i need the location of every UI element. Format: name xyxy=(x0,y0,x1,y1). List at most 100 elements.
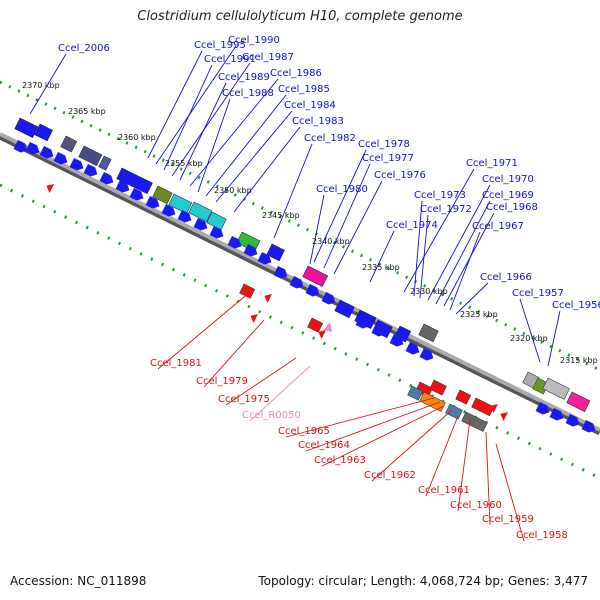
forward-gene-arrow[interactable] xyxy=(83,164,100,179)
forward-gene-label[interactable]: Ccel_1970 xyxy=(482,174,534,185)
forward-gene-arrow[interactable] xyxy=(25,142,42,157)
forward-gene-arrow[interactable] xyxy=(273,266,290,281)
forward-gene-label[interactable]: Ccel_1978 xyxy=(358,139,410,150)
forward-gene[interactable] xyxy=(168,193,193,214)
forward-gene-arrow[interactable] xyxy=(193,218,210,233)
forward-gene-arrow[interactable] xyxy=(389,334,406,349)
reverse-gene[interactable] xyxy=(445,403,463,420)
forward-gene-label[interactable]: Ccel_1977 xyxy=(362,153,414,164)
forward-gene-arrow[interactable] xyxy=(115,180,132,195)
reverse-gene-label[interactable]: Ccel_1962 xyxy=(364,470,416,481)
forward-gene-label[interactable]: Ccel_1989 xyxy=(218,72,270,83)
forward-gene-label[interactable]: Ccel_1973 xyxy=(414,190,466,201)
reverse-gene-label[interactable]: Ccel_1958 xyxy=(516,530,568,541)
forward-gene-label[interactable]: Ccel_1957 xyxy=(512,288,564,299)
forward-gene[interactable] xyxy=(14,117,39,138)
forward-gene-label[interactable]: Ccel_1995 xyxy=(194,40,246,51)
forward-gene[interactable] xyxy=(34,123,53,142)
forward-gene-label[interactable]: Ccel_1974 xyxy=(386,220,438,231)
reverse-gene-label[interactable]: Ccel_1979 xyxy=(196,376,248,387)
reverse-gene[interactable] xyxy=(429,379,447,396)
forward-gene-arrow[interactable] xyxy=(535,402,552,417)
forward-gene[interactable] xyxy=(418,323,439,343)
reverse-gene-label[interactable]: Ccel_1964 xyxy=(298,440,350,451)
forward-gene-label[interactable]: Ccel_1956 xyxy=(552,300,600,311)
forward-gene[interactable] xyxy=(98,155,112,171)
reverse-gene-arrow[interactable] xyxy=(248,311,258,323)
reverse-gene-label[interactable]: Ccel_1975 xyxy=(218,394,270,405)
reverse-gene-arrow[interactable] xyxy=(316,327,326,339)
forward-gene-arrow[interactable] xyxy=(565,414,582,429)
forward-gene-arrow[interactable] xyxy=(371,324,388,339)
reverse-gene[interactable] xyxy=(415,381,433,398)
forward-gene[interactable] xyxy=(188,201,213,222)
forward-gene-label[interactable]: Ccel_1984 xyxy=(284,100,336,111)
forward-gene-label[interactable]: Ccel_1969 xyxy=(482,190,534,201)
reverse-gene-label[interactable]: Ccel_1961 xyxy=(418,485,470,496)
forward-gene-arrow[interactable] xyxy=(257,252,274,267)
forward-gene-arrow[interactable] xyxy=(13,140,30,155)
forward-gene-arrow[interactable] xyxy=(419,348,436,363)
reverse-gene-label[interactable]: Ccel_1963 xyxy=(314,455,366,466)
forward-gene-label[interactable]: Ccel_1967 xyxy=(472,221,524,232)
forward-gene-arrow[interactable] xyxy=(209,226,226,241)
forward-gene-arrow[interactable] xyxy=(549,408,566,423)
forward-gene[interactable] xyxy=(152,185,173,205)
reverse-gene-label[interactable]: Ccel_1959 xyxy=(482,514,534,525)
reverse-gene-label[interactable]: Ccel_1960 xyxy=(450,500,502,511)
forward-gene-label[interactable]: Ccel_1966 xyxy=(480,272,532,283)
reverse-gene-arrow[interactable] xyxy=(488,401,498,413)
forward-gene[interactable] xyxy=(302,265,329,287)
forward-gene-label[interactable]: Ccel_1986 xyxy=(270,68,322,79)
forward-gene-label[interactable]: Ccel_1990 xyxy=(228,35,280,46)
forward-gene-label[interactable]: Ccel_2006 xyxy=(58,43,110,54)
forward-gene-arrow[interactable] xyxy=(289,276,306,291)
forward-gene-label[interactable]: Ccel_1985 xyxy=(278,84,330,95)
forward-gene-arrow[interactable] xyxy=(53,152,70,167)
forward-gene[interactable] xyxy=(266,243,285,262)
forward-gene-arrow[interactable] xyxy=(405,342,422,357)
reverse-gene-arrow[interactable] xyxy=(262,291,272,303)
forward-gene[interactable] xyxy=(542,377,570,400)
rna-gene-label[interactable]: Ccel_R0050 xyxy=(242,410,301,421)
forward-gene-arrow[interactable] xyxy=(39,146,56,161)
forward-gene-arrow[interactable] xyxy=(581,420,598,435)
reverse-gene[interactable] xyxy=(407,385,424,401)
reverse-gene-arrow[interactable] xyxy=(498,409,508,421)
forward-gene-label[interactable]: Ccel_1972 xyxy=(420,204,472,215)
forward-gene-arrow[interactable] xyxy=(145,196,162,211)
forward-gene[interactable] xyxy=(236,231,261,252)
forward-gene-label[interactable]: Ccel_1971 xyxy=(466,158,518,169)
forward-gene-arrow[interactable] xyxy=(161,204,178,219)
forward-gene-label[interactable]: Ccel_1991 xyxy=(204,54,256,65)
forward-gene[interactable] xyxy=(116,167,153,195)
forward-gene[interactable] xyxy=(78,145,103,166)
forward-gene-label[interactable]: Ccel_1987 xyxy=(242,52,294,63)
reverse-gene[interactable] xyxy=(455,389,472,405)
forward-gene-label[interactable]: Ccel_1988 xyxy=(222,88,274,99)
reverse-gene-label[interactable]: Ccel_1965 xyxy=(278,426,330,437)
forward-gene-arrow[interactable] xyxy=(321,292,338,307)
forward-gene-arrow[interactable] xyxy=(227,236,244,251)
reverse-gene-label[interactable]: Ccel_1981 xyxy=(150,358,202,369)
reverse-gene-arrow[interactable] xyxy=(44,181,54,193)
forward-gene[interactable] xyxy=(60,135,78,153)
forward-gene-arrow[interactable] xyxy=(243,244,260,259)
forward-gene-arrow[interactable] xyxy=(339,302,356,317)
reverse-gene[interactable] xyxy=(239,283,256,299)
rna-gene[interactable] xyxy=(324,322,332,332)
forward-gene[interactable] xyxy=(566,391,591,412)
reverse-gene[interactable] xyxy=(307,317,324,333)
reverse-gene[interactable] xyxy=(471,397,495,417)
reverse-gene[interactable] xyxy=(461,411,488,432)
forward-gene-label[interactable]: Ccel_1983 xyxy=(292,116,344,127)
forward-gene-arrow[interactable] xyxy=(355,316,372,331)
forward-gene-arrow[interactable] xyxy=(69,158,86,173)
forward-gene-label[interactable]: Ccel_1968 xyxy=(486,202,538,213)
reverse-gene[interactable] xyxy=(419,391,446,412)
forward-gene-arrow[interactable] xyxy=(99,172,116,187)
forward-gene-label[interactable]: Ccel_1980 xyxy=(316,184,368,195)
forward-gene-label[interactable]: Ccel_1976 xyxy=(374,170,426,181)
forward-gene-arrow[interactable] xyxy=(305,284,322,299)
forward-gene-label[interactable]: Ccel_1982 xyxy=(304,133,356,144)
